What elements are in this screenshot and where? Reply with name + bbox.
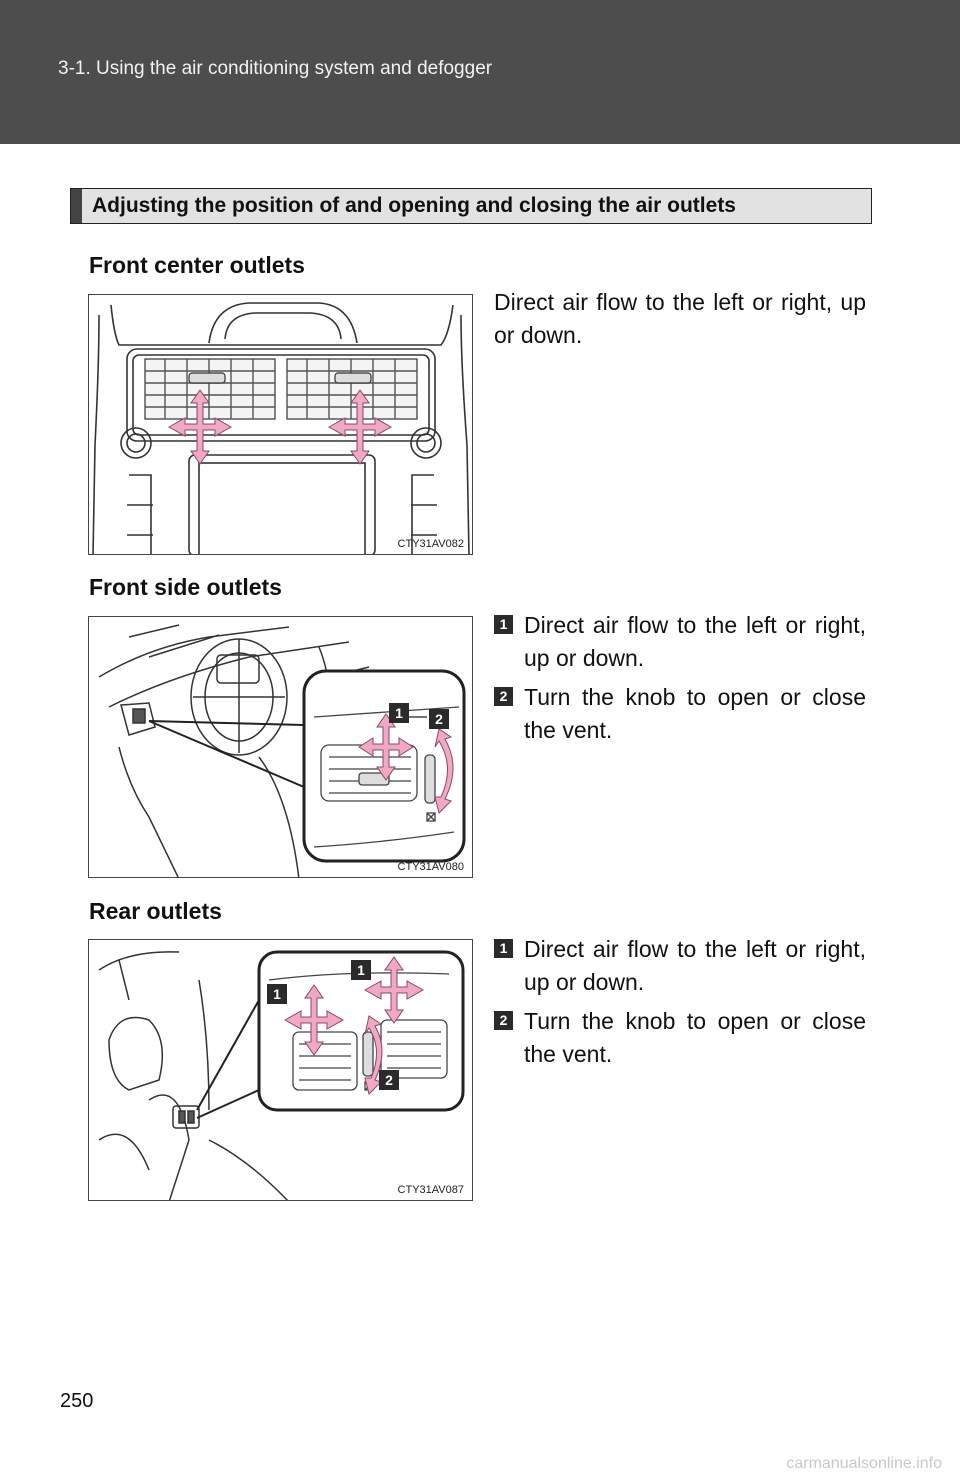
front-center-description: Direct air flow to the left or right, up… [494,286,866,352]
step-number-badge: 1 [494,939,513,958]
section-stripe [71,189,82,223]
figure-code: CTY31AV087 [397,1184,464,1196]
section-title: Adjusting the position of and opening an… [92,194,736,217]
front-center-heading: Front center outlets [89,252,305,278]
rear-illustration: 1 1 2 [98,950,465,1200]
rear-heading: Rear outlets [89,898,222,924]
figure-code: CTY31AV080 [397,861,464,873]
page-header: 3-1. Using the air conditioning system a… [0,0,960,144]
front-center-figure: CTY31AV082 [88,294,473,555]
front-side-heading: Front side outlets [89,574,282,600]
side-callout-1: 1 [395,705,403,721]
front-center-illustration [92,302,470,554]
page-number: 250 [60,1390,94,1412]
front-center-text: Direct air flow to the left or right, up… [494,289,866,348]
step-number-badge: 1 [494,615,513,634]
step-number-badge: 2 [494,1011,513,1030]
breadcrumb: 3-1. Using the air conditioning system a… [58,58,493,79]
front-side-figure: 1 2 CTY31AV080 [88,616,473,878]
step-number-badge: 2 [494,687,513,706]
rear-figure: 1 1 2 CTY31AV087 [88,939,473,1201]
front-side-illustration: 1 2 [98,624,466,877]
rear-callout-2: 2 [385,1072,393,1088]
watermark: carmanualsonline.info [786,1455,942,1472]
side-callout-2: 2 [435,711,443,727]
section-title-bar: Adjusting the position of and opening an… [70,188,872,224]
rear-callout-1b: 1 [357,962,365,978]
rear-callout-1a: 1 [273,986,281,1002]
figure-code: CTY31AV082 [397,538,464,550]
